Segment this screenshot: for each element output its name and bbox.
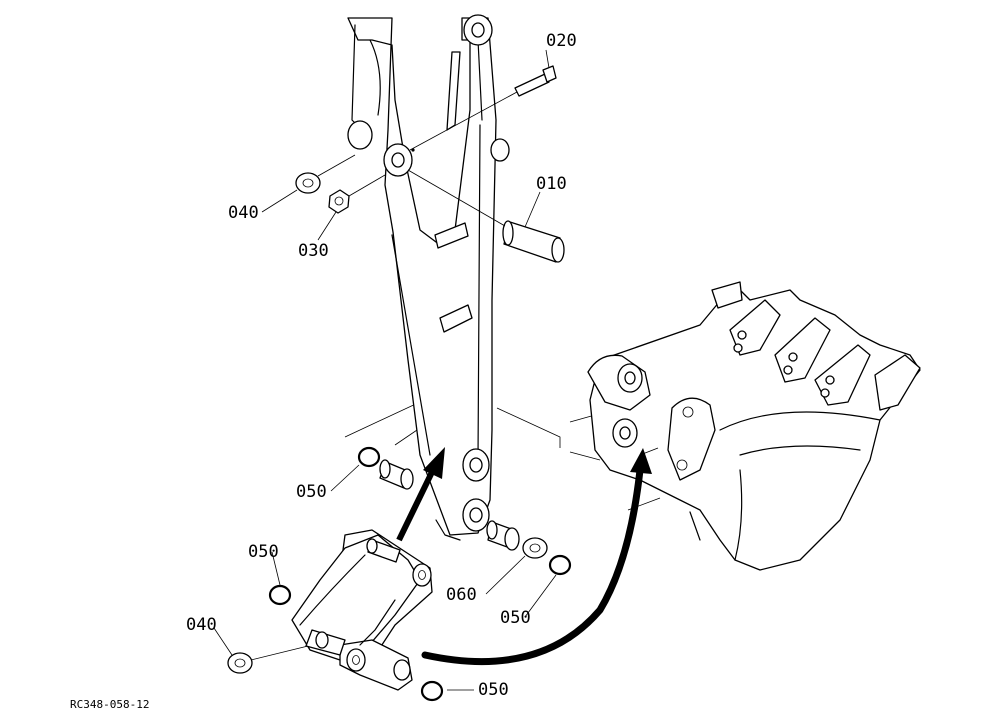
bushing-060-upper	[379, 459, 414, 490]
bolt-020	[409, 65, 557, 152]
callout-010: 010	[536, 174, 567, 194]
callout-040-bottom: 040	[186, 615, 217, 635]
o-ring-050-right	[548, 554, 572, 576]
callout-050-link: 050	[248, 542, 279, 562]
h-link	[291, 529, 433, 691]
excavator-arm	[347, 14, 510, 541]
callout-labels: 020 010 040 030 050 050 060 050 040 050 …	[70, 31, 577, 711]
callout-060: 060	[446, 585, 477, 605]
callout-050-right: 050	[500, 608, 531, 628]
callout-040-top: 040	[228, 203, 259, 223]
reference-code: RC348-058-12	[70, 698, 149, 711]
callout-050-bottom: 050	[478, 680, 509, 700]
o-ring-050-link	[268, 584, 292, 606]
o-ring-050-left	[357, 446, 381, 468]
bucket	[587, 281, 921, 571]
assembly-arrows	[396, 447, 652, 666]
nut-030	[328, 174, 386, 214]
o-rings-050	[268, 446, 572, 702]
washer-040-top	[295, 154, 356, 194]
washer-060	[522, 537, 548, 559]
o-ring-050-bottom	[420, 680, 444, 702]
callout-020: 020	[546, 31, 577, 51]
callout-030: 030	[298, 241, 329, 261]
callout-050-left: 050	[296, 482, 327, 502]
bushing-060-lower	[486, 520, 520, 551]
pin-010	[407, 169, 565, 263]
washer-040-bottom	[227, 645, 309, 674]
leader-lines	[213, 49, 557, 691]
